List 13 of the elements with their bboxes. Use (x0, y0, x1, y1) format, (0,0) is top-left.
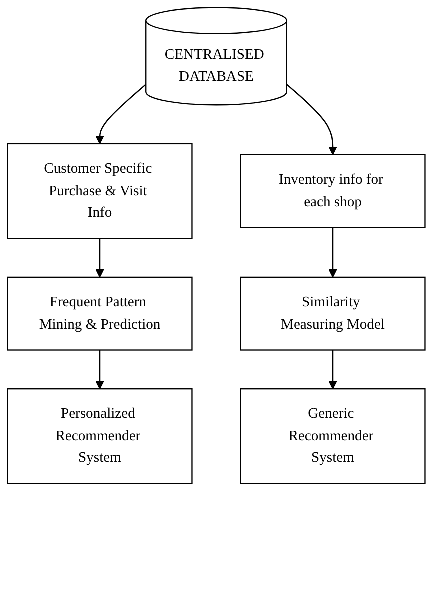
arrow (286, 84, 338, 156)
arrow (96, 238, 104, 278)
arrow (328, 350, 338, 390)
arrow (96, 350, 104, 390)
node-box (240, 276, 426, 351)
node-box (7, 276, 193, 351)
flowchart-drawing: CENTRALISED DATABASE Customer Specific Purchase & Visit Info Inventory info for each shop Frequent Pattern Mining & Prediction Similarity Measuring Model Personalized Recommender System Generic Recommender System (0, 0, 433, 492)
node-box (240, 388, 426, 484)
node-box (7, 388, 193, 484)
arrow (96, 84, 147, 144)
arrow (328, 228, 338, 278)
node-box (240, 154, 426, 228)
node-box (7, 143, 193, 240)
